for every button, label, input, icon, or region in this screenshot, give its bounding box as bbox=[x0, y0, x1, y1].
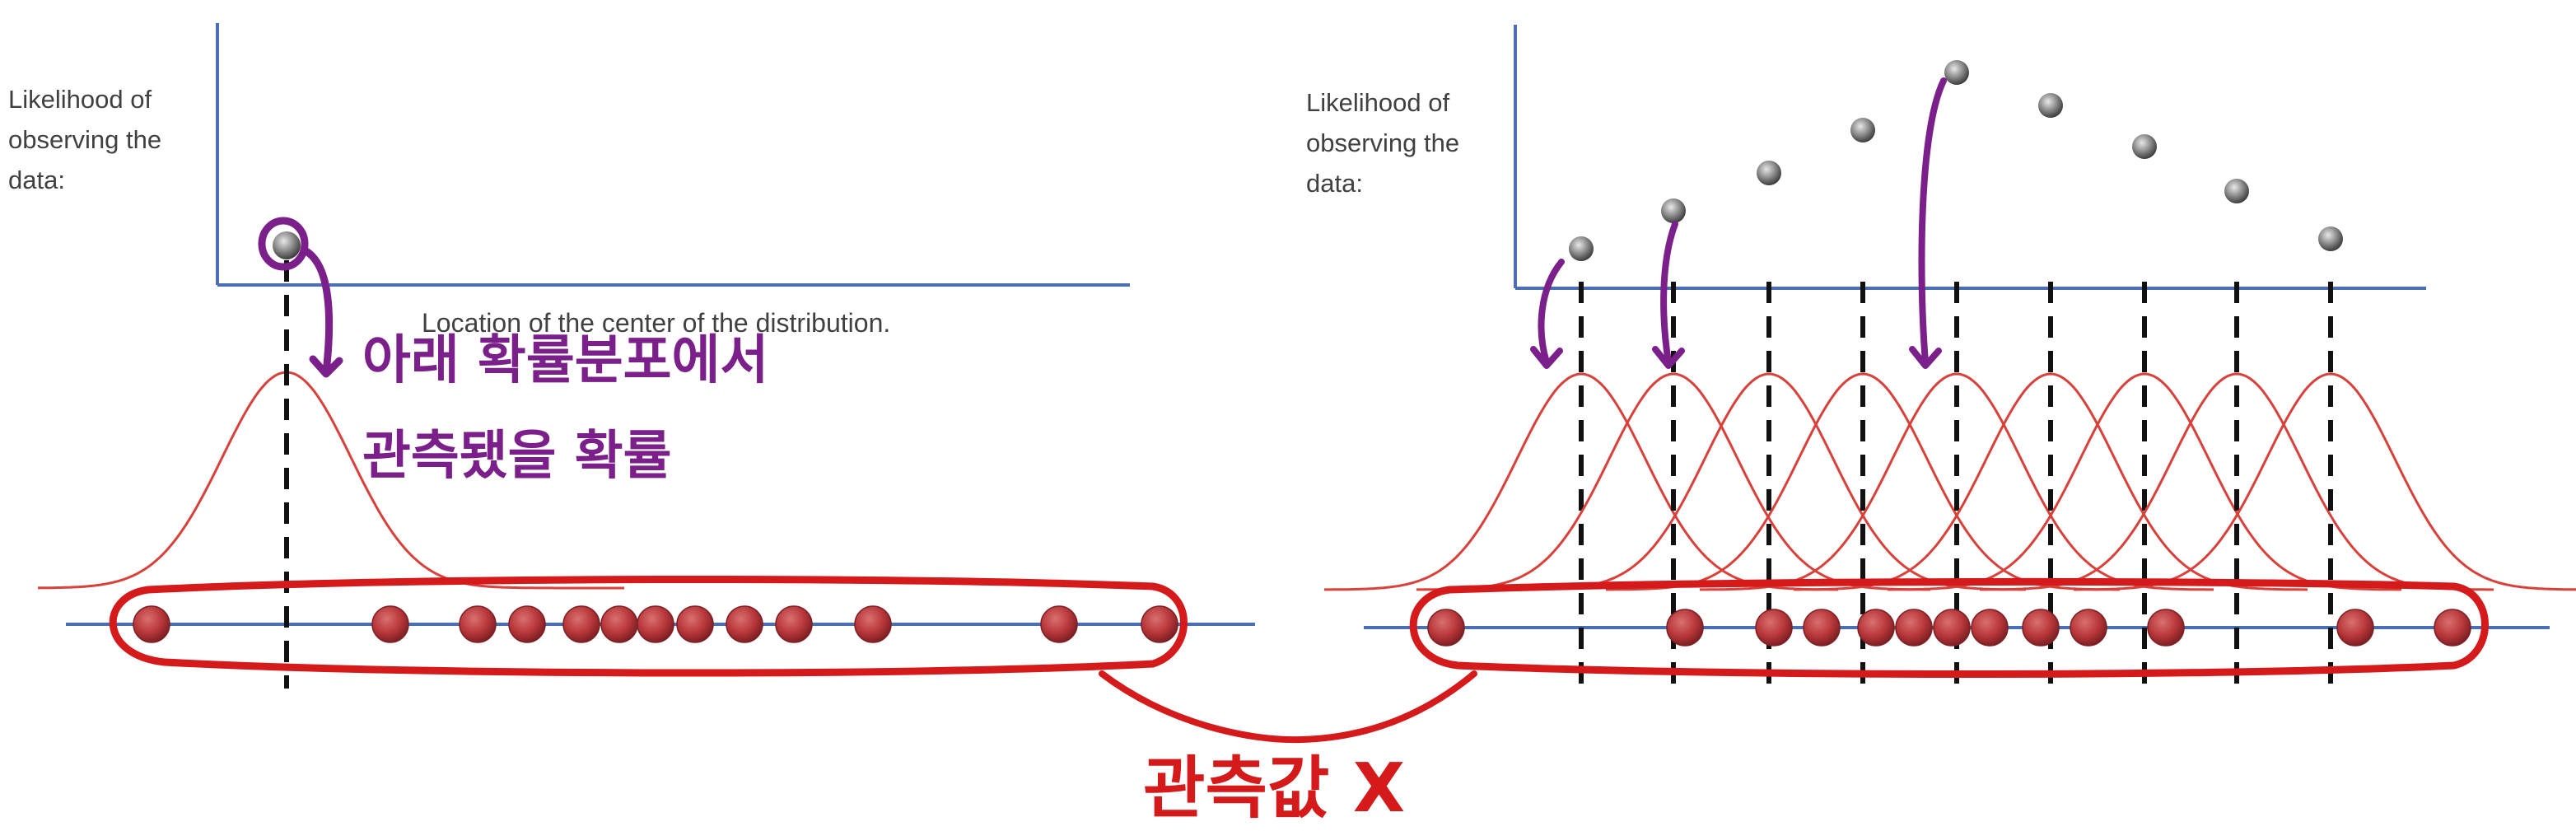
right-data-point-4 bbox=[1803, 609, 1841, 647]
right-likelihood-point-8 bbox=[2224, 179, 2249, 203]
left-normal-curve bbox=[37, 371, 624, 590]
right-annotation-arrowhead-3 bbox=[1909, 346, 1942, 369]
right-likelihood-point-9 bbox=[2318, 226, 2343, 251]
right-likelihood-point-3 bbox=[1757, 161, 1781, 185]
right-data-point-6 bbox=[1895, 609, 1933, 647]
annotation-purple: 아래 확률분포에서 관측됐을 확률 bbox=[362, 313, 768, 504]
right-annotation-arrow-1 bbox=[1538, 259, 1565, 366]
right-ylabel-line-2: observing the bbox=[1306, 128, 1460, 157]
left-data-point-7 bbox=[637, 605, 674, 643]
right-likelihood-point-5 bbox=[1944, 60, 1969, 85]
observations-connector bbox=[1099, 670, 1477, 744]
right-ylabel-line-3: data: bbox=[1306, 169, 1363, 198]
left-annotation-arrow bbox=[301, 246, 334, 376]
right-data-point-1 bbox=[1427, 609, 1465, 647]
right-annotation-arrowhead-1 bbox=[1530, 346, 1563, 369]
right-observations-highlight bbox=[1409, 577, 2489, 678]
right-data-point-2 bbox=[1666, 609, 1704, 647]
left-ylabel-line-3: data: bbox=[8, 166, 65, 194]
right-likelihood-point-2 bbox=[1661, 198, 1686, 223]
right-annotation-arrow-2 bbox=[1660, 221, 1678, 366]
left-data-point-2 bbox=[371, 605, 409, 643]
left-data-point-4 bbox=[508, 605, 546, 643]
left-data-point-6 bbox=[600, 605, 638, 643]
right-likelihood-point-7 bbox=[2132, 134, 2157, 159]
right-data-point-7 bbox=[1933, 609, 1971, 647]
annotation-purple-line-1: 아래 확률분포에서 bbox=[362, 330, 769, 391]
annotation-purple-line-2: 관측됐을 확률 bbox=[362, 426, 672, 487]
left-data-point-10 bbox=[775, 605, 813, 643]
right-data-point-8 bbox=[1971, 609, 2009, 647]
right-data-point-5 bbox=[1857, 609, 1895, 647]
left-data-point-3 bbox=[459, 605, 497, 643]
right-ylabel-line-1: Likelihood of bbox=[1306, 88, 1450, 117]
annotation-observed-x: 관측값 X bbox=[1143, 749, 1406, 828]
right-likelihood-point-6 bbox=[2038, 93, 2063, 118]
right-data-point-9 bbox=[2022, 609, 2060, 647]
right-normal-curve-9 bbox=[2074, 372, 2576, 591]
left-data-point-1 bbox=[133, 605, 170, 643]
left-data-point-9 bbox=[726, 605, 763, 643]
right-likelihood-point-1 bbox=[1569, 236, 1594, 261]
right-data-point-11 bbox=[2147, 609, 2185, 647]
left-ylabel-line-2: observing the bbox=[8, 125, 162, 154]
left-data-point-12 bbox=[1040, 605, 1078, 643]
right-annotation-arrowhead-2 bbox=[1652, 346, 1685, 369]
left-likelihood-point bbox=[273, 231, 301, 259]
right-likelihood-point-4 bbox=[1850, 118, 1875, 142]
right-data-point-13 bbox=[2434, 609, 2471, 647]
right-data-point-12 bbox=[2336, 609, 2374, 647]
left-data-point-13 bbox=[1141, 605, 1178, 643]
left-xlabel: Location of the center of the distributi… bbox=[422, 308, 891, 338]
left-data-point-8 bbox=[676, 605, 714, 643]
right-annotation-arrow-3 bbox=[1918, 77, 1947, 366]
right-data-point-10 bbox=[2070, 609, 2107, 647]
right-ylabel: Likelihood of observing the data: bbox=[1306, 82, 1459, 203]
left-observations-highlight bbox=[109, 575, 1188, 677]
left-data-point-5 bbox=[562, 605, 600, 643]
left-ylabel-line-1: Likelihood of bbox=[8, 85, 152, 114]
left-likelihood-circle-mark bbox=[258, 217, 309, 271]
left-annotation-arrowhead bbox=[309, 355, 343, 378]
left-ylabel: Likelihood of observing the data: bbox=[8, 79, 161, 200]
left-data-point-11 bbox=[854, 605, 892, 643]
right-data-point-3 bbox=[1755, 609, 1793, 647]
